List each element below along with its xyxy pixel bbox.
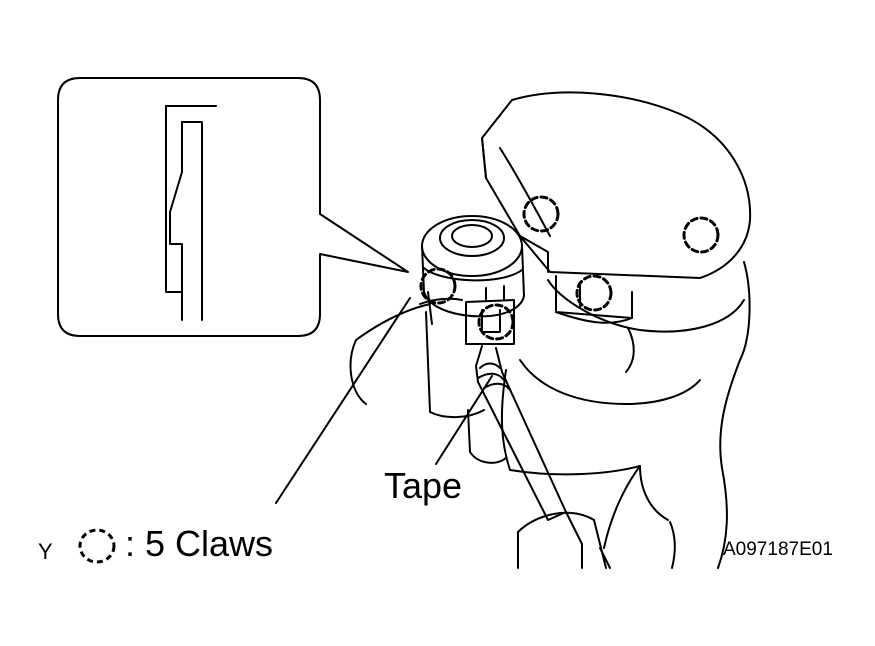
claw-marker-icon	[522, 195, 560, 233]
claw-marker-icon	[575, 274, 613, 312]
tape-label: Tape	[384, 465, 463, 506]
screwdriver	[475, 345, 611, 569]
legend-marker-label: Y	[38, 539, 53, 564]
component-body	[500, 261, 751, 569]
claw-marker-icon	[477, 303, 515, 341]
legend-dashed-circle-icon	[78, 528, 116, 564]
legend-claws-label: : 5 Claws	[125, 523, 274, 564]
claw-marker-icon	[682, 216, 720, 254]
detail-callout	[57, 77, 409, 337]
cover-part	[481, 91, 752, 324]
claw-marker-icon	[419, 267, 457, 305]
hand-outline	[349, 297, 507, 464]
figure-code-label: A097187E01	[723, 539, 833, 560]
tape-leader-line	[435, 375, 493, 465]
connector-part	[421, 215, 525, 345]
leader-line	[275, 297, 411, 504]
